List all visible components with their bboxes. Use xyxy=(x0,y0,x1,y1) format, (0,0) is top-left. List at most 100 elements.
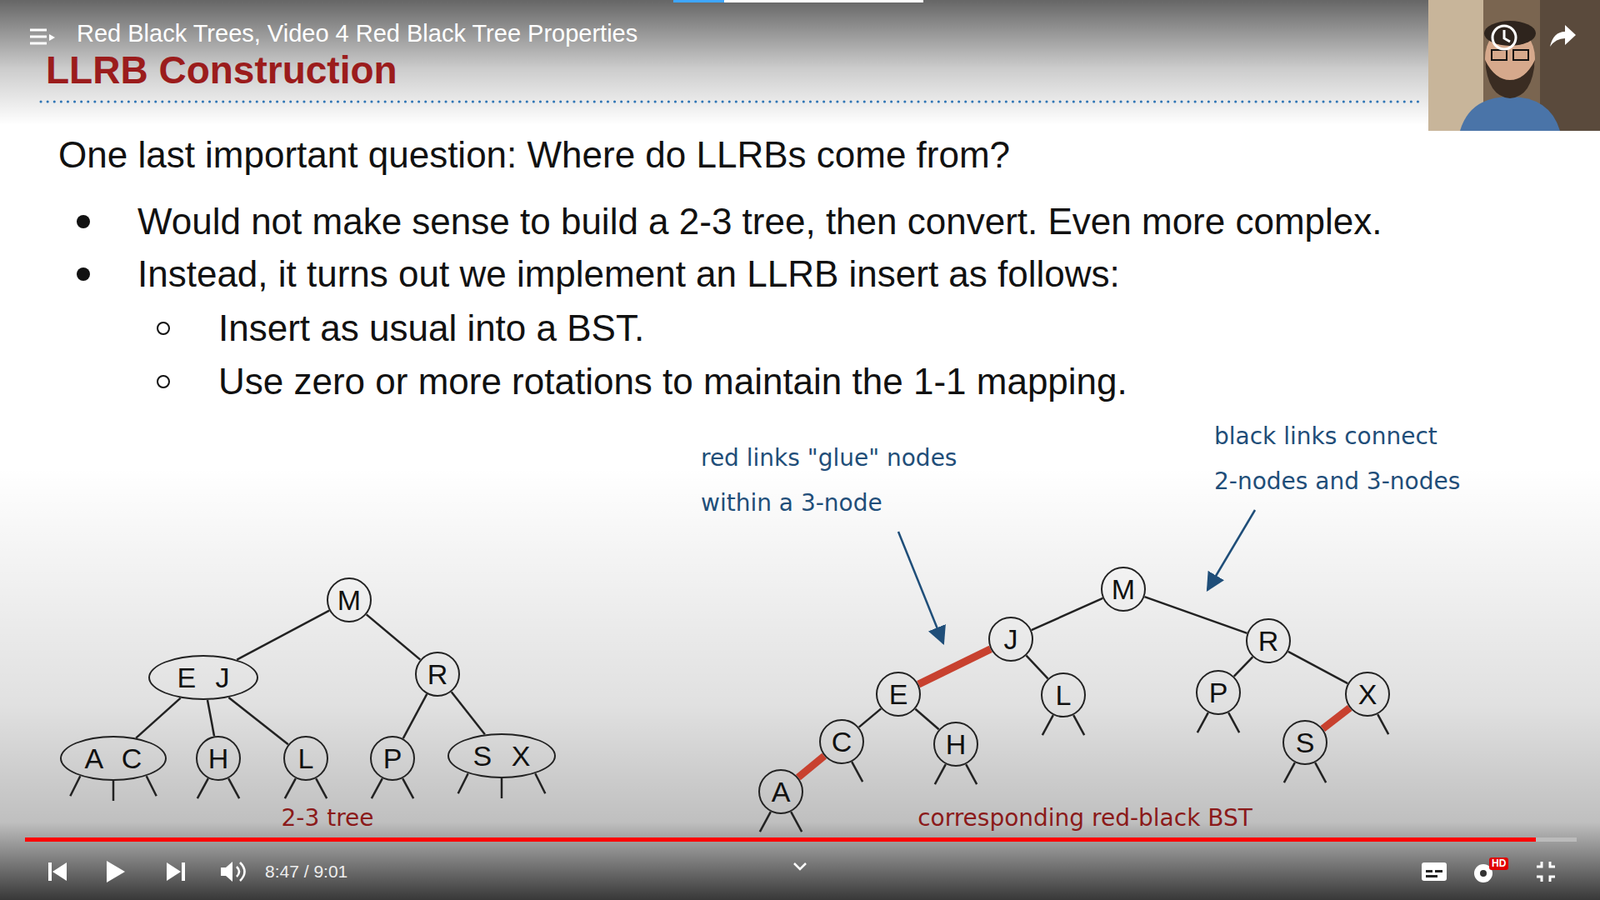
leaf-stub xyxy=(1073,715,1085,735)
leaf-stub xyxy=(535,773,545,794)
sub-bullet xyxy=(157,375,170,388)
red-link xyxy=(798,755,825,778)
leaf-stub xyxy=(146,775,157,796)
node-key: C xyxy=(831,727,853,756)
previous-button xyxy=(48,862,67,881)
tree-node-circle: S xyxy=(1282,720,1328,765)
callout-text: red links "glue" nodes within a 3-node xyxy=(700,435,976,526)
black-link xyxy=(236,610,330,660)
black-link xyxy=(451,691,485,735)
leaf-stub xyxy=(1042,715,1054,735)
node-key: A C xyxy=(85,744,143,773)
sub-bullet xyxy=(157,322,170,335)
black-link xyxy=(1288,651,1348,684)
leaf-stubs xyxy=(70,712,1389,832)
progress-rest xyxy=(1535,837,1577,842)
watch-later-icon xyxy=(1492,25,1516,50)
node-key: A xyxy=(771,777,791,806)
leaf-stub xyxy=(197,778,209,799)
tree-node-circle: R xyxy=(1245,618,1291,664)
black-link xyxy=(915,709,939,730)
black-link xyxy=(366,614,421,660)
black-link xyxy=(1144,596,1247,634)
fullscreen-exit-button xyxy=(1536,861,1555,882)
node-key: S xyxy=(1295,728,1315,757)
leaf-stub xyxy=(371,778,383,799)
leaf-stub xyxy=(1284,762,1295,783)
leaf-stub xyxy=(965,764,977,785)
dotted-rule xyxy=(40,100,1424,104)
video-title: Red Black Trees, Video 4 Red Black Tree … xyxy=(76,20,638,48)
tree-node-circle: A xyxy=(758,769,804,815)
black-link xyxy=(135,698,180,739)
node-key: M xyxy=(337,585,361,615)
node-key: H xyxy=(208,744,230,773)
webcam-thumbnail xyxy=(1428,0,1600,131)
node-key: J xyxy=(1004,625,1019,654)
leaf-stub xyxy=(500,778,504,799)
red-link xyxy=(918,649,990,685)
node-key: P xyxy=(1209,678,1229,707)
node-key: E J xyxy=(176,663,230,692)
node-key: E xyxy=(889,680,909,709)
leaf-stub xyxy=(760,811,771,832)
slide-title: LLRB Construction xyxy=(45,48,398,93)
menu-icon xyxy=(49,34,55,41)
leaf-stub xyxy=(228,778,240,799)
black-link xyxy=(207,700,215,737)
red-link xyxy=(1322,708,1350,730)
progress-played xyxy=(25,837,1536,842)
node-key: H xyxy=(945,730,967,759)
share-icon xyxy=(1550,25,1576,47)
sub-bullet-text: Use zero or more rotations to maintain t… xyxy=(218,360,1128,404)
tree-node-circle: L xyxy=(283,735,329,781)
node-key: S X xyxy=(473,741,531,770)
time-display: 8:47 / 9:01 xyxy=(265,861,348,882)
leaf-stub xyxy=(1197,712,1209,733)
leaf-stub xyxy=(851,761,863,782)
leaf-stub xyxy=(790,811,802,832)
leader-arrow xyxy=(898,531,944,644)
tree-caption: corresponding red-black BST xyxy=(835,805,1335,832)
tree-node-circle: H xyxy=(195,735,241,781)
leaf-stub xyxy=(1228,712,1240,733)
subtitles-button xyxy=(1421,862,1447,881)
hd-badge: HD xyxy=(1489,857,1509,870)
chevron xyxy=(794,863,806,870)
leaf-stub xyxy=(315,778,327,799)
three-node-oval: E J xyxy=(148,655,259,700)
black-link xyxy=(859,708,882,727)
bullet-text: Would not make sense to build a 2-3 tree… xyxy=(137,200,1383,244)
top-progress xyxy=(724,0,924,3)
node-key: R xyxy=(1258,626,1280,655)
tree-node-circle: H xyxy=(933,721,979,767)
tree-node-circle: M xyxy=(326,577,372,623)
leaf-stub xyxy=(1377,714,1389,735)
node-key: L xyxy=(298,744,315,773)
tree-node-circle: X xyxy=(1345,671,1390,717)
node-key: L xyxy=(1055,680,1072,710)
tree-node-circle: P xyxy=(1195,670,1241,715)
leaf-stub xyxy=(70,775,80,796)
sub-bullet-text: Insert as usual into a BST. xyxy=(218,307,645,350)
callout-text: black links connect 2-nodes and 3-nodes xyxy=(1214,414,1465,505)
leaf-stub xyxy=(112,780,115,801)
node-key: M xyxy=(1111,575,1135,604)
top-shade xyxy=(0,0,1600,125)
bullet xyxy=(76,215,90,229)
leaf-stub xyxy=(1315,762,1326,783)
leaf-stub xyxy=(402,778,414,799)
leaf-stub xyxy=(458,773,469,794)
tree-node-circle: J xyxy=(988,616,1034,662)
next-button xyxy=(166,862,185,881)
leader-arrow xyxy=(1207,510,1255,590)
leaf-stub xyxy=(285,778,296,799)
play-button xyxy=(106,860,125,883)
slide-question: One last important question: Where do LL… xyxy=(58,134,1010,177)
black-link xyxy=(1234,656,1253,676)
tree-node-circle: E xyxy=(875,671,921,717)
tree-node-circle: P xyxy=(370,735,415,781)
leaf-stub xyxy=(935,764,946,785)
tree-node-circle: L xyxy=(1040,672,1086,718)
menu-icon xyxy=(30,30,47,44)
